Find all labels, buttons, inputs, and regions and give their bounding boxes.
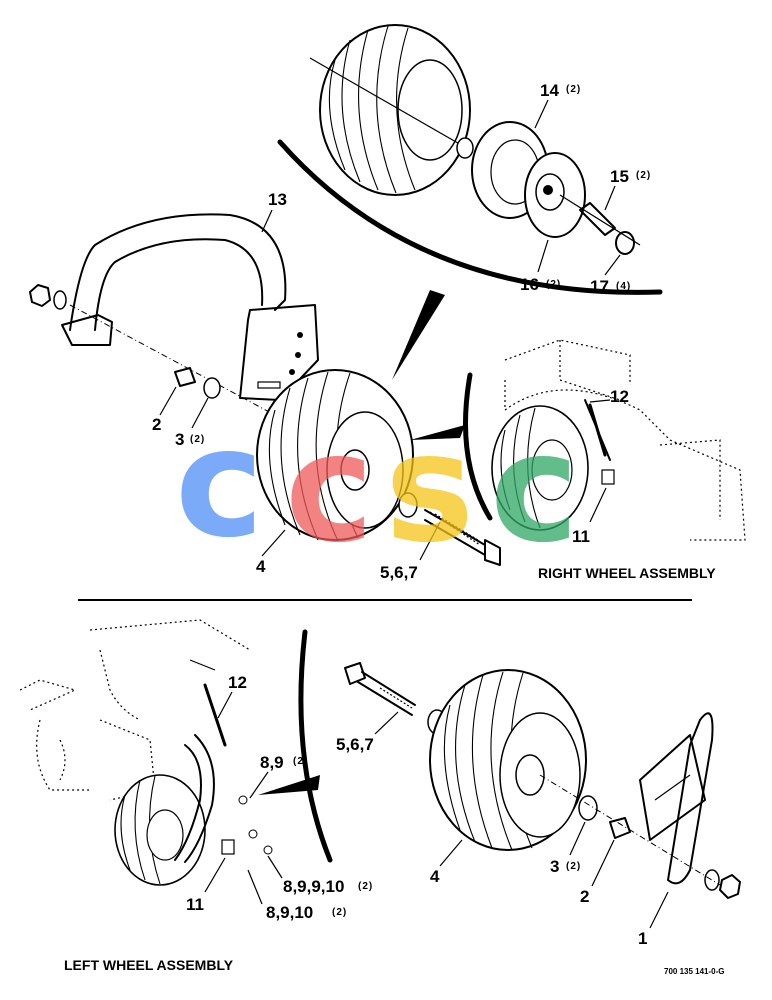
callout-8-9: 8,9	[260, 753, 284, 772]
qty-3-top: (2)	[190, 434, 205, 445]
callout-12-bottom: 12	[228, 673, 247, 692]
hub-detail-drawing	[277, 24, 663, 380]
left-wheel-parts	[344, 662, 741, 899]
qty-16: (2)	[546, 279, 561, 290]
callout-17: 17	[590, 277, 609, 296]
watermark-letter-1: c	[175, 397, 264, 571]
right-wheel-parts	[29, 213, 501, 566]
qty-3-bottom: (2)	[566, 861, 581, 872]
bushing-15	[579, 202, 616, 236]
qty-17: (4)	[616, 281, 631, 292]
callout-11-top: 11	[572, 527, 590, 546]
top-tire	[309, 24, 471, 196]
callout-2-bottom: 2	[580, 887, 589, 906]
watermark-logo: c c s c	[175, 397, 579, 576]
qty-14: (2)	[566, 84, 581, 95]
left-assembly-view	[19, 619, 273, 886]
callout-14: 14	[540, 81, 559, 100]
watermark-letter-2: c	[285, 402, 374, 576]
callout-5-6-7-top: 5,6,7	[380, 563, 418, 582]
callout-5-6-7-bottom: 5,6,7	[336, 735, 374, 754]
watermark-letter-3: s	[385, 402, 474, 576]
qty-8-9-10: (2)	[332, 907, 347, 918]
callout-3-top: 3	[175, 430, 184, 449]
right-assembly-view	[410, 339, 746, 541]
callout-15: 15	[610, 167, 629, 186]
callout-3-bottom: 3	[550, 857, 559, 876]
caption-right-wheel: RIGHT WHEEL ASSEMBLY	[538, 565, 716, 581]
callout-2-top: 2	[152, 415, 161, 434]
callout-1: 1	[638, 929, 647, 948]
qty-8-9-9-10: (2)	[358, 881, 373, 892]
callout-12-top: 12	[610, 387, 629, 406]
document-number: 700 135 141-0-G	[664, 967, 725, 976]
qty-8-9: (2)	[293, 756, 308, 767]
rim-half-right	[524, 152, 586, 238]
callout-8-9-9-10: 8,9,9,10	[283, 877, 344, 896]
main-tire-top	[256, 369, 414, 542]
callout-16: 16	[520, 275, 539, 294]
detail-bracket-bottom	[298, 629, 333, 863]
callout-4-bottom: 4	[430, 867, 440, 886]
caption-left-wheel: LEFT WHEEL ASSEMBLY	[64, 957, 234, 973]
qty-15: (2)	[636, 170, 651, 181]
callout-11-bottom: 11	[186, 895, 204, 914]
callout-13: 13	[268, 190, 287, 209]
callout-4-top: 4	[256, 557, 266, 576]
callout-8-9-10: 8,9,10	[266, 903, 313, 922]
watermark-letter-4: c	[490, 402, 579, 576]
